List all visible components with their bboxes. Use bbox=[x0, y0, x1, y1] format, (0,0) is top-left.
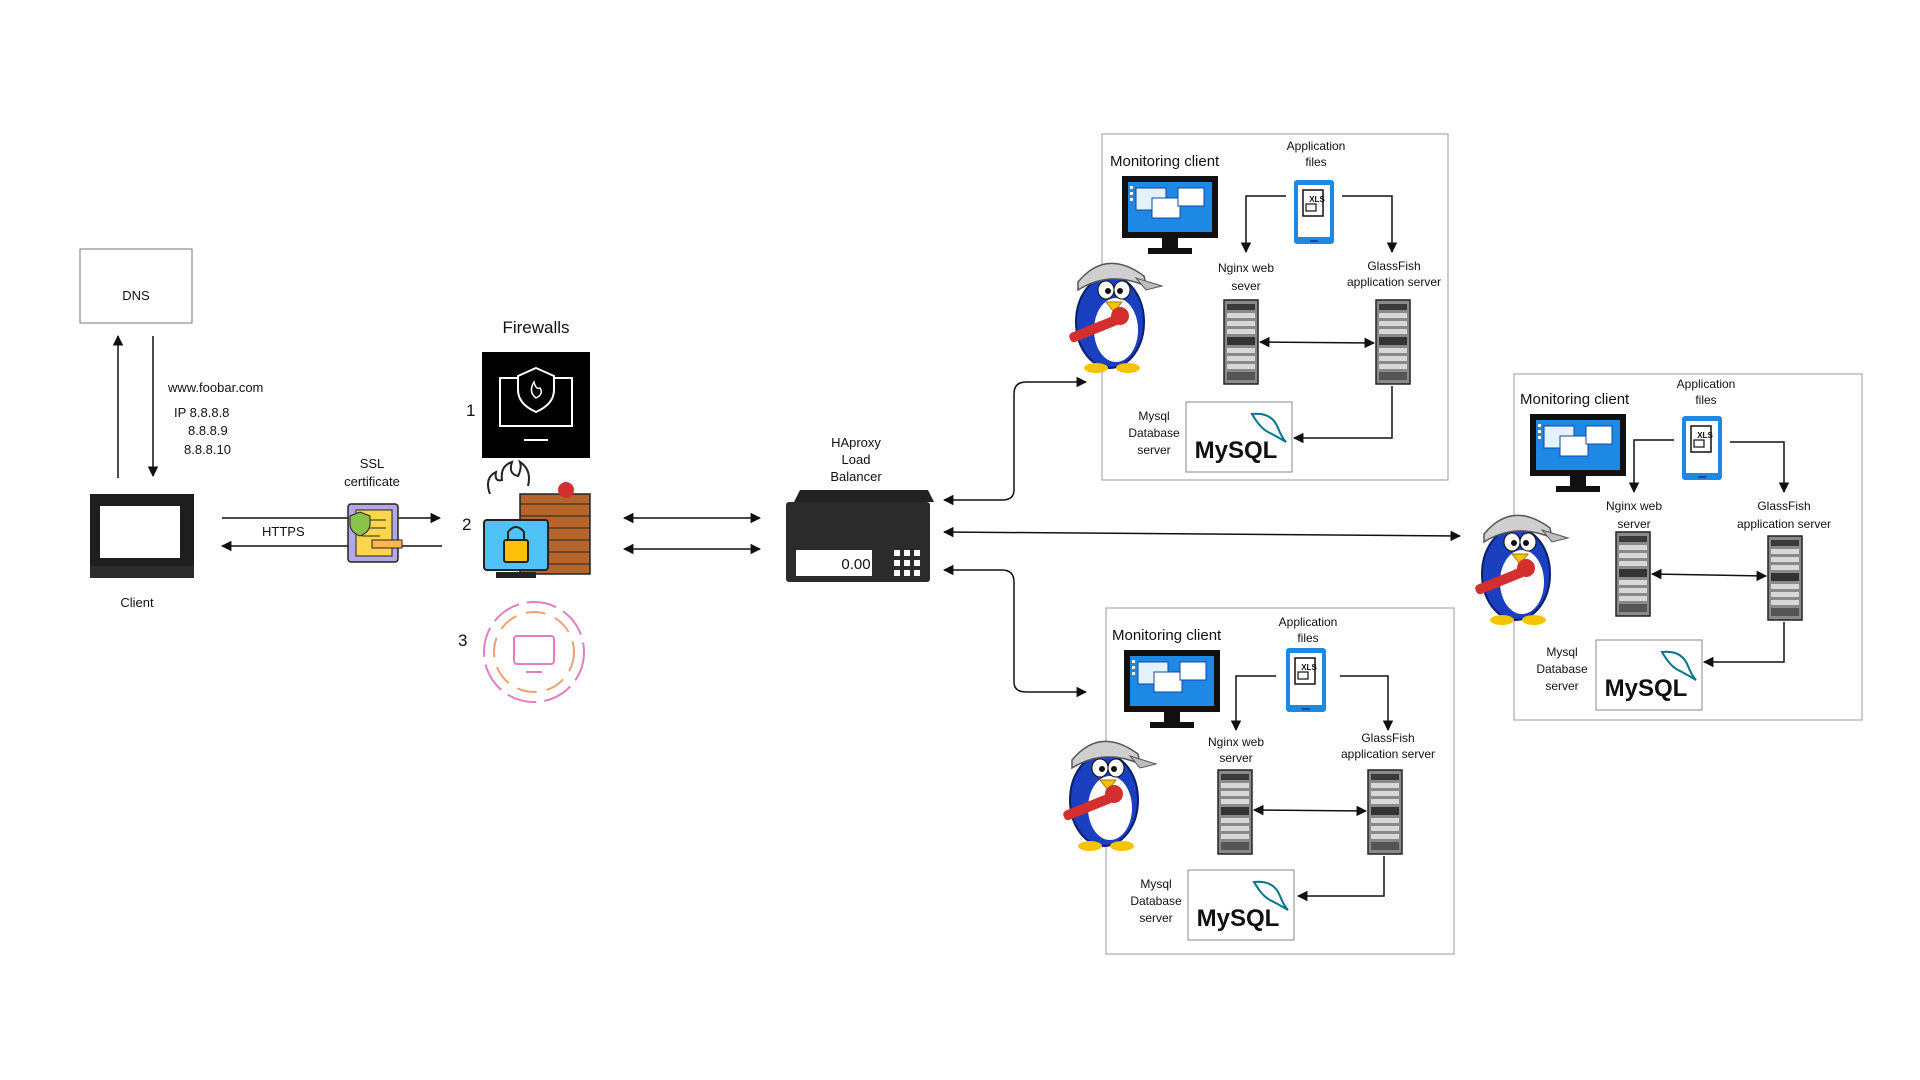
application-files-icon bbox=[1681, 415, 1723, 481]
app-files-label-2: files bbox=[1695, 393, 1716, 407]
mysql-label-1: Mysql bbox=[1546, 645, 1577, 659]
nginx-glassfish-arrow bbox=[1650, 568, 1768, 582]
nginx-glassfish-arrow bbox=[1258, 336, 1376, 349]
nginx-label-2: server bbox=[1617, 517, 1650, 531]
server-block-3: Monitoring client Application files XLS … bbox=[1105, 607, 1455, 955]
nginx-label-1: Nginx web bbox=[1606, 499, 1662, 513]
lb-label-line3: Balancer bbox=[830, 469, 882, 484]
firewall-2-icon bbox=[483, 459, 591, 578]
ssl-label-line2: certificate bbox=[344, 474, 400, 489]
glassfish-to-mysql-arrow bbox=[1292, 386, 1393, 444]
lb-server2-arrow bbox=[942, 526, 1462, 542]
nginx-server-icon bbox=[1217, 769, 1253, 855]
application-files-icon bbox=[1285, 647, 1327, 713]
glassfish-label-2: application server bbox=[1347, 275, 1441, 289]
nginx-server-icon bbox=[1615, 531, 1651, 617]
glassfish-label-1: GlassFish bbox=[1361, 731, 1414, 745]
app-files-label-1: Application bbox=[1279, 615, 1338, 629]
ssl-label-line1: SSL bbox=[360, 456, 385, 471]
firewall-3-icon bbox=[483, 601, 585, 703]
app-files-label-1: Application bbox=[1677, 377, 1736, 391]
glassfish-label-2: application server bbox=[1737, 517, 1831, 531]
dns-ip-2: 8.8.8.9 bbox=[188, 423, 228, 438]
firewall-2-number: 2 bbox=[462, 515, 471, 534]
glassfish-server-icon bbox=[1767, 535, 1803, 621]
server-block-2: Monitoring client Application files XLS … bbox=[1513, 373, 1863, 721]
ssl-certificate-icon bbox=[347, 503, 403, 563]
firewall-1-icon bbox=[482, 352, 590, 458]
nginx-server-icon bbox=[1223, 299, 1259, 385]
mysql-label-3: server bbox=[1137, 443, 1170, 457]
xls-label: XLS bbox=[1697, 431, 1713, 440]
mysql-label-2: Database bbox=[1536, 662, 1588, 676]
mysql-label-3: server bbox=[1545, 679, 1578, 693]
app-files-label-1: Application bbox=[1287, 139, 1346, 153]
firewall-3-number: 3 bbox=[458, 631, 467, 650]
server-block-1: Monitoring client Application files XLS … bbox=[1101, 133, 1449, 481]
nginx-label-1: Nginx web bbox=[1218, 261, 1274, 275]
glassfish-to-mysql-arrow bbox=[1702, 622, 1785, 668]
dns-label: DNS bbox=[122, 288, 150, 303]
firewall-1-number: 1 bbox=[466, 401, 475, 420]
monitoring-client-label: Monitoring client bbox=[1520, 391, 1630, 408]
firewalls-title: Firewalls bbox=[502, 318, 569, 337]
dns-ip-3: 8.8.8.10 bbox=[184, 442, 231, 457]
glassfish-label-1: GlassFish bbox=[1367, 259, 1420, 273]
lb-server1-arrow bbox=[942, 376, 1088, 506]
mysql-label-1: Mysql bbox=[1140, 877, 1171, 891]
https-label: HTTPS bbox=[262, 524, 305, 539]
lb-label-line2: Load bbox=[842, 452, 871, 467]
mysql-label-1: Mysql bbox=[1138, 409, 1169, 423]
glassfish-to-mysql-arrow bbox=[1296, 856, 1385, 902]
nginx-glassfish-arrow bbox=[1252, 804, 1368, 817]
mysql-label-2: Database bbox=[1130, 894, 1182, 908]
nginx-label-1: Nginx web bbox=[1208, 735, 1264, 749]
load-balancer-icon: 0.00 bbox=[786, 490, 934, 582]
lb-label-line1: HAproxy bbox=[831, 435, 881, 450]
mysql-label-3: server bbox=[1139, 911, 1172, 925]
mysql-logo-text: MySQL bbox=[1605, 675, 1688, 702]
monitoring-client-label: Monitoring client bbox=[1112, 627, 1222, 644]
mysql-logo-text: MySQL bbox=[1195, 437, 1278, 464]
glassfish-server-icon bbox=[1375, 299, 1411, 385]
files-to-glassfish-arrow bbox=[1340, 675, 1394, 732]
files-to-nginx-arrow bbox=[1628, 439, 1674, 494]
glassfish-server-icon bbox=[1367, 769, 1403, 855]
files-to-nginx-arrow bbox=[1240, 195, 1286, 254]
mysql-logo-text: MySQL bbox=[1197, 905, 1280, 932]
app-files-label-2: files bbox=[1297, 631, 1318, 645]
files-to-glassfish-arrow bbox=[1342, 195, 1398, 254]
nginx-label-2: sever bbox=[1231, 279, 1260, 293]
monitoring-client-label: Monitoring client bbox=[1110, 153, 1220, 170]
client-label: Client bbox=[120, 595, 154, 610]
lb-server3-arrow bbox=[942, 564, 1088, 698]
files-to-glassfish-arrow bbox=[1730, 441, 1790, 494]
files-to-nginx-arrow bbox=[1230, 675, 1276, 732]
glassfish-label-2: application server bbox=[1341, 747, 1435, 761]
xls-label: XLS bbox=[1309, 195, 1325, 204]
nginx-label-2: server bbox=[1219, 751, 1252, 765]
dns-box bbox=[79, 248, 193, 324]
lb-display: 0.00 bbox=[841, 556, 870, 573]
laptop-icon bbox=[90, 494, 194, 578]
mysql-label-2: Database bbox=[1128, 426, 1180, 440]
app-files-label-2: files bbox=[1305, 155, 1326, 169]
xls-label: XLS bbox=[1301, 663, 1317, 672]
dns-ip-1: IP 8.8.8.8 bbox=[174, 405, 229, 420]
dns-domain: www.foobar.com bbox=[167, 380, 263, 395]
application-files-icon bbox=[1293, 179, 1335, 245]
glassfish-label-1: GlassFish bbox=[1757, 499, 1810, 513]
